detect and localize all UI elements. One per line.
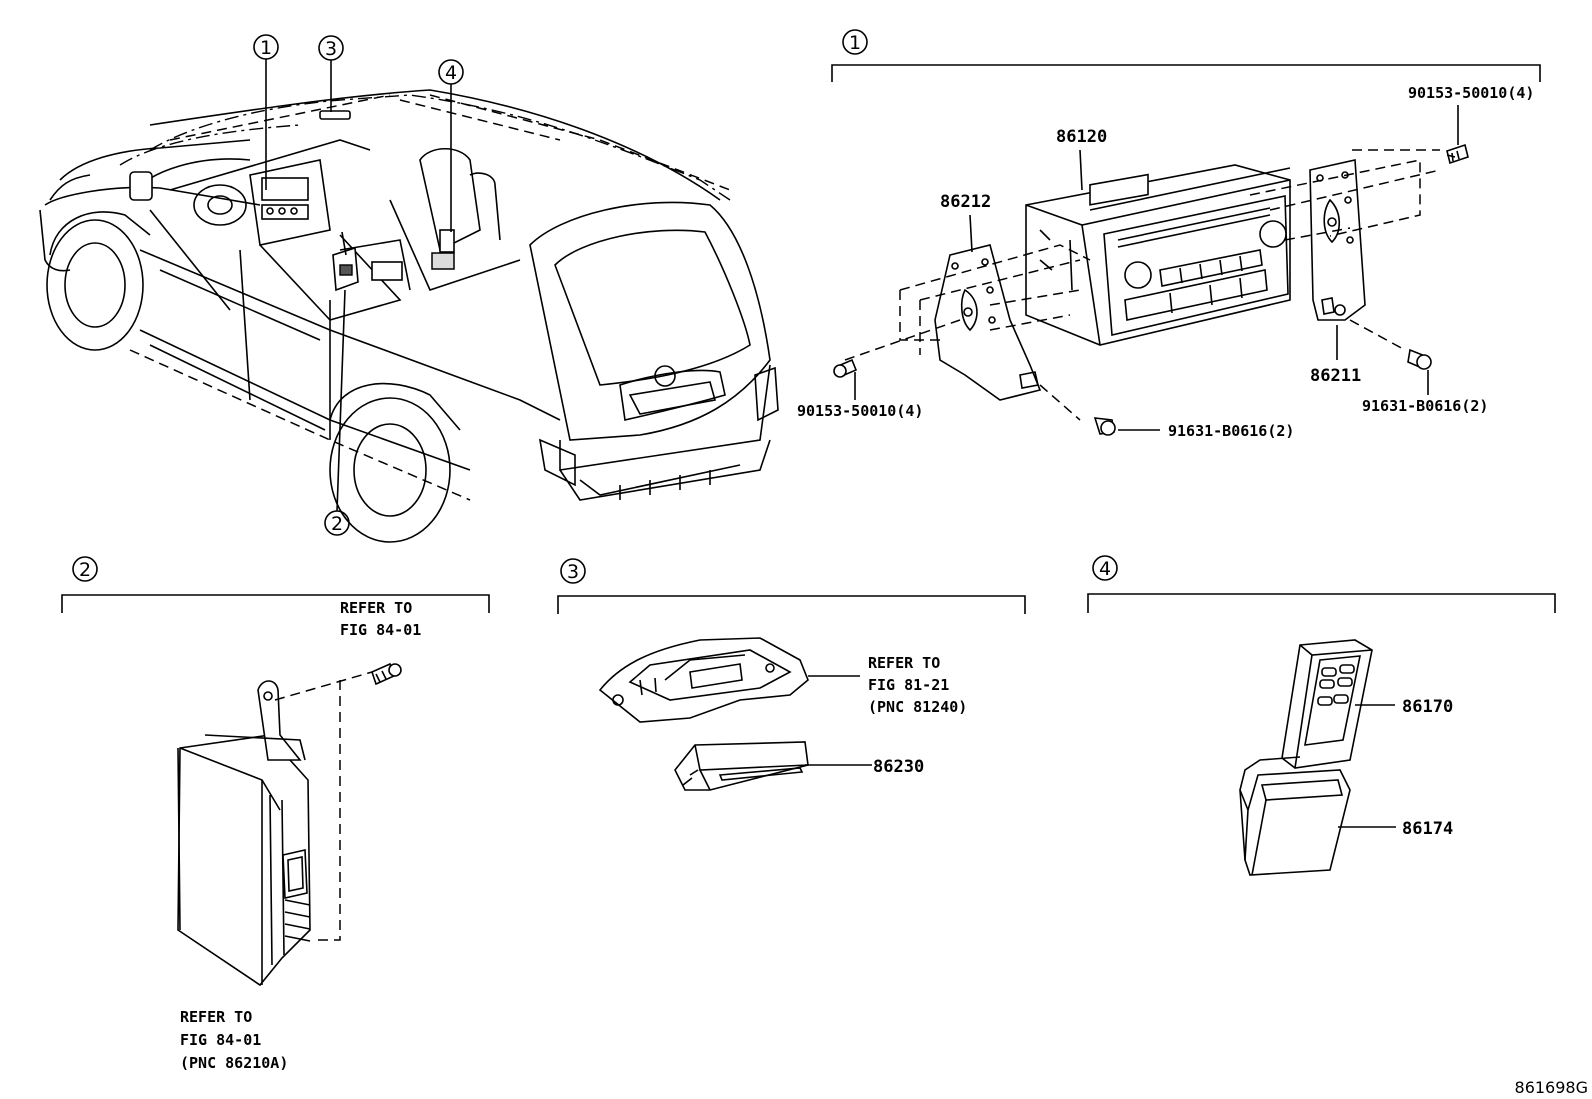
ecu-bolt-icon bbox=[371, 662, 402, 686]
refer-bottom-line3: (PNC 86210A) bbox=[180, 1054, 288, 1072]
screw-bottom-icon bbox=[1093, 417, 1116, 436]
bolt-top-right-icon bbox=[1446, 143, 1469, 165]
label-86212: 86212 bbox=[940, 192, 991, 212]
screw-right-icon bbox=[1407, 348, 1432, 370]
vehicle-illustration bbox=[39, 89, 779, 543]
group-3-bracket-line bbox=[557, 595, 1026, 614]
label-86120: 86120 bbox=[1056, 127, 1107, 147]
bracket-right bbox=[1309, 159, 1366, 321]
group-2-callout: 2 bbox=[79, 559, 91, 581]
refer-top-line2: FIG 84-01 bbox=[340, 621, 421, 639]
label-86211: 86211 bbox=[1310, 366, 1361, 386]
refer-top-line1: REFER TO bbox=[340, 599, 412, 617]
label-91631-right: 91631-B0616(2) bbox=[1362, 397, 1488, 415]
label-86170: 86170 bbox=[1402, 697, 1453, 717]
label-90153-left: 90153-50010(4) bbox=[797, 402, 923, 420]
callout-3-top: 3 bbox=[325, 38, 337, 60]
figure-code: 861698G bbox=[1515, 1078, 1588, 1097]
group-3-callout: 3 bbox=[567, 561, 579, 583]
label-86230: 86230 bbox=[873, 757, 924, 777]
vehicle-callouts: 1 3 4 2 bbox=[253, 34, 464, 536]
refer-overhead-line2: FIG 81-21 bbox=[868, 676, 949, 694]
group-2-ecu: 2 REFER TO FIG 84-01 REFER TO FIG 84-01 … bbox=[61, 556, 490, 1072]
holder-86174 bbox=[1244, 769, 1351, 876]
label-90153-top-right: 90153-50010(4) bbox=[1408, 84, 1534, 102]
label-91631-bottom: 91631-B0616(2) bbox=[1168, 422, 1294, 440]
group-4-remote: 4 86170 86174 bbox=[1087, 555, 1556, 876]
group-1-head-unit: 1 bbox=[797, 29, 1541, 440]
refer-overhead-line3: (PNC 81240) bbox=[868, 698, 967, 716]
group-4-bracket-line bbox=[1087, 593, 1556, 613]
callout-2-bottom: 2 bbox=[331, 513, 343, 535]
group-4-callout: 4 bbox=[1099, 558, 1111, 580]
refer-bottom-line2: FIG 84-01 bbox=[180, 1031, 261, 1049]
group-1-callout: 1 bbox=[849, 32, 861, 54]
refer-bottom-line1: REFER TO bbox=[180, 1008, 252, 1026]
callout-4-top: 4 bbox=[445, 62, 457, 84]
group-2-bracket-line bbox=[61, 594, 490, 613]
label-86174: 86174 bbox=[1402, 819, 1453, 839]
group-1-bracket-line bbox=[831, 64, 1541, 82]
callout-1-top: 1 bbox=[260, 37, 272, 59]
overhead-console bbox=[598, 637, 809, 723]
bolt-left-icon bbox=[833, 358, 858, 378]
group-3-overhead: 3 REFER TO FIG 81-21 (PNC 81240) 86230 bbox=[557, 558, 1026, 791]
refer-overhead-line1: REFER TO bbox=[868, 654, 940, 672]
